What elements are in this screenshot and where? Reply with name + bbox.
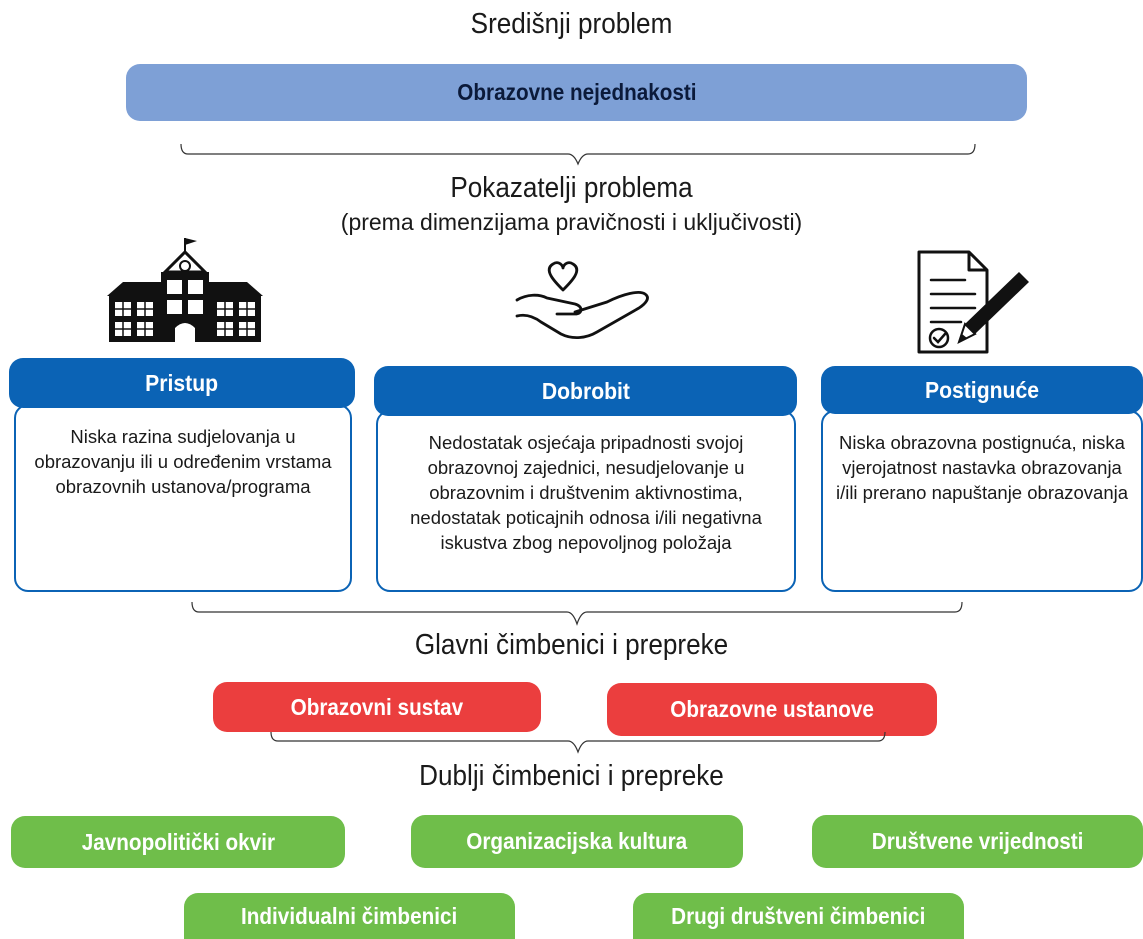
card-pristup-title: Pristup <box>145 369 219 396</box>
deeper-factor-organizacijska-kultura: Organizacijska kultura <box>411 815 743 868</box>
deeper-factor-label-3: Individualni čimbenici <box>241 902 458 929</box>
deeper-factor-drustvene-vrijednosti: Društvene vrijednosti <box>812 815 1143 868</box>
card-postignuce-text: Niska obrazovna postignuća, niska vjeroj… <box>835 432 1129 503</box>
deeper-factor-individualni-cimbenici: Individualni čimbenici <box>184 893 515 939</box>
deeper-factor-label-2: Društvene vrijednosti <box>871 828 1084 854</box>
central-problem-heading: Središnji problem <box>470 8 673 40</box>
central-problem-box: Obrazovne nejednakosti <box>126 64 1027 121</box>
card-pristup-text: Niska razina sudjelovanja u obrazovanju … <box>34 426 332 497</box>
brace-connector-2 <box>191 601 963 626</box>
brace-connector-1 <box>180 143 976 166</box>
card-postignuce-header: Postignuće <box>821 366 1143 414</box>
central-problem-label: Obrazovne nejednakosti <box>456 79 697 105</box>
heart-hand-icon <box>515 261 649 339</box>
card-dobrobit-body: Nedostatak osjećaja pripadnosti svojoj o… <box>376 410 796 592</box>
main-factor-obrazovne-ustanove: Obrazovne ustanove <box>607 683 937 736</box>
card-dobrobit-header: Dobrobit <box>374 366 797 416</box>
deeper-factor-label-1: Organizacijska kultura <box>466 828 688 854</box>
indicators-heading: Pokazatelji problema <box>450 172 693 204</box>
main-factor-label-0: Obrazovni sustav <box>290 693 464 720</box>
deeper-factor-javnopoliticki-okvir: Javnopolitički okvir <box>11 816 345 868</box>
main-factor-obrazovni-sustav: Obrazovni sustav <box>213 682 541 732</box>
deeper-factor-label-4: Drugi društveni čimbenici <box>671 902 926 929</box>
document-pen-icon <box>917 250 1029 354</box>
indicators-subheading: (prema dimenzijama pravičnosti i uključi… <box>340 209 803 235</box>
deeper-factor-label-0: Javnopolitički okvir <box>81 828 275 855</box>
card-postignuce-body: Niska obrazovna postignuća, niska vjeroj… <box>821 410 1143 592</box>
main-factor-label-1: Obrazovne ustanove <box>670 696 874 722</box>
main-factors-heading: Glavni čimbenici i prepreke <box>414 629 729 661</box>
card-pristup-body: Niska razina sudjelovanja u obrazovanju … <box>14 404 352 592</box>
card-pristup-header: Pristup <box>9 358 355 408</box>
brace-connector-3 <box>270 731 886 754</box>
deeper-factor-drugi-drustveni-cimbenici: Drugi društveni čimbenici <box>633 893 964 939</box>
deeper-factors-heading: Dublji čimbenici i prepreke <box>419 760 724 792</box>
card-postignuce-title: Postignuće <box>924 376 1040 403</box>
school-building-icon <box>107 238 263 342</box>
card-dobrobit-text: Nedostatak osjećaja pripadnosti svojoj o… <box>410 432 762 553</box>
card-dobrobit-title: Dobrobit <box>541 377 630 404</box>
